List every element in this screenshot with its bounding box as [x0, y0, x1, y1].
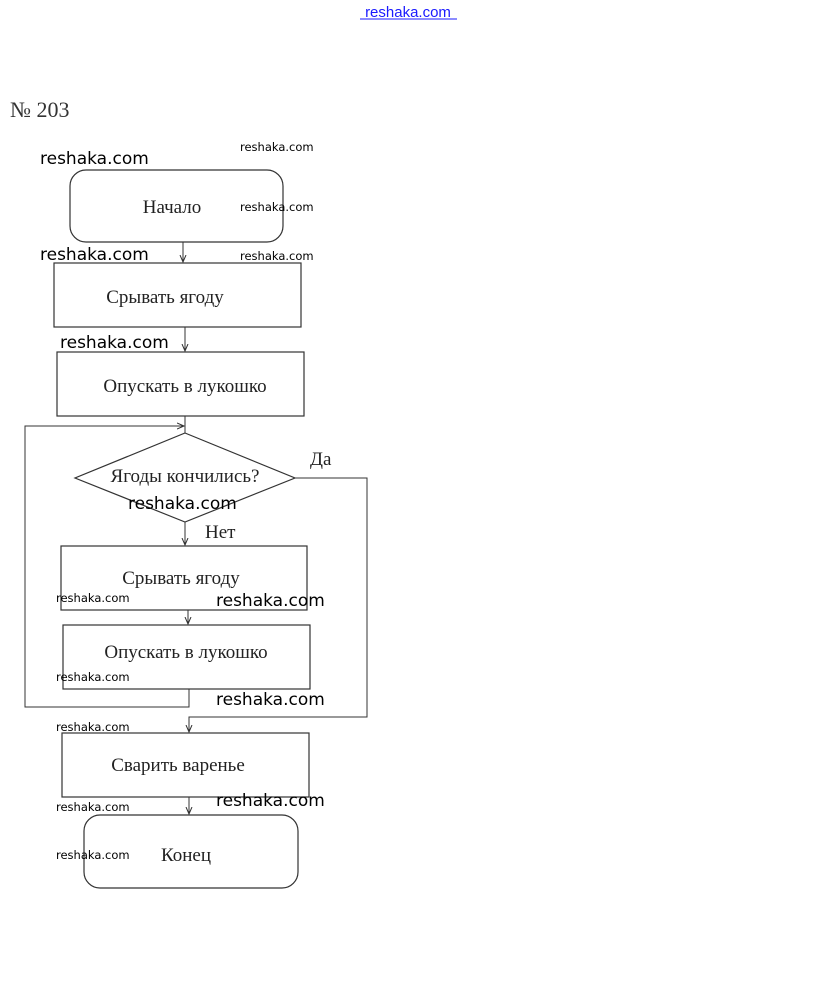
watermark: reshaka.com — [216, 690, 325, 710]
watermark: reshaka.com — [240, 140, 314, 154]
watermark: reshaka.com — [56, 720, 130, 734]
watermark: reshaka.com — [216, 791, 325, 811]
yes-label: Да — [310, 449, 332, 470]
start-terminal — [69, 169, 284, 243]
watermark: reshaka.com — [40, 245, 149, 265]
end-label: Конец — [161, 845, 211, 866]
process-box-put-basket-loop — [62, 624, 311, 690]
watermark: reshaka.com — [240, 249, 314, 263]
process-label: Срывать ягоду — [122, 568, 240, 589]
process-label: Срывать ягоду — [106, 287, 224, 308]
process-box-make-jam — [61, 732, 310, 798]
site-link[interactable]: reshaka.com — [365, 4, 451, 21]
watermark: reshaka.com — [56, 800, 130, 814]
watermark: reshaka.com — [216, 591, 325, 611]
watermarks: reshaka.com reshaka.com reshaka.com resh… — [40, 140, 325, 862]
watermark: reshaka.com — [56, 591, 130, 605]
watermark: reshaka.com — [56, 670, 130, 684]
process-label: Сварить варенье — [111, 755, 245, 776]
process-box-pick-berry-loop — [60, 545, 308, 611]
process-label: Опускать в лукошко — [104, 642, 267, 663]
watermark: reshaka.com — [240, 200, 314, 214]
watermark: reshaka.com — [56, 848, 130, 862]
watermark: reshaka.com — [60, 333, 169, 353]
end-terminal — [83, 814, 299, 889]
loop-back-arrow — [24, 426, 190, 708]
process-label: Опускать в лукошко — [103, 376, 266, 397]
watermark: reshaka.com — [128, 494, 237, 514]
decision-label: Ягоды кончились? — [111, 466, 260, 487]
process-box-pick-berry — [53, 262, 302, 328]
start-label: Начало — [143, 197, 202, 218]
process-box-put-basket — [56, 351, 305, 417]
watermark: reshaka.com — [40, 149, 149, 169]
problem-number: № 203 — [10, 97, 70, 122]
yes-branch-arrow — [189, 477, 368, 732]
no-label: Нет — [205, 522, 236, 543]
